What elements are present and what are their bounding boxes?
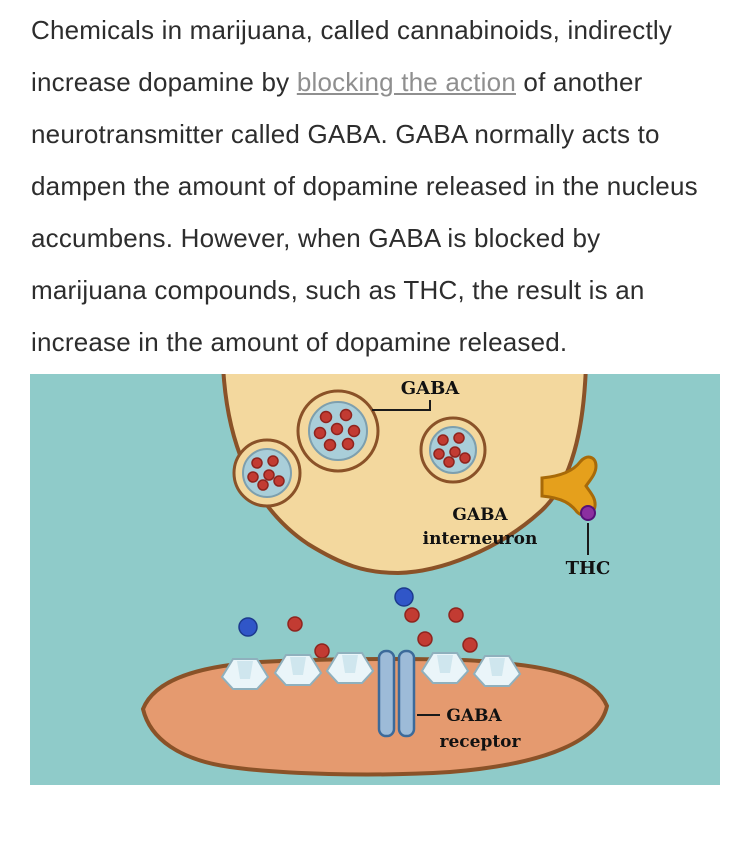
gaba-molecule bbox=[267, 455, 279, 467]
gaba-molecule bbox=[330, 422, 344, 436]
gaba-molecule bbox=[417, 631, 433, 647]
receptor-crystal bbox=[325, 652, 375, 684]
paragraph-text-before: Chemicals in marijuana, called cannabino… bbox=[31, 15, 673, 97]
gaba-molecule bbox=[319, 410, 333, 424]
synapse-diagram-svg: GABA THC GABA interneuron bbox=[30, 374, 720, 785]
dopamine-molecule bbox=[394, 587, 414, 607]
gaba-molecule bbox=[459, 452, 471, 464]
receptor-crystal bbox=[420, 652, 470, 684]
channel-subunit-left bbox=[377, 649, 396, 738]
gaba-receptor-label-line1: GABA bbox=[446, 706, 502, 726]
gaba-molecule bbox=[341, 437, 355, 451]
gaba-molecule bbox=[313, 426, 327, 440]
interneuron-label-line2: interneuron bbox=[423, 529, 538, 549]
gaba-molecule bbox=[287, 616, 303, 632]
gaba-vesicle-2 bbox=[232, 438, 302, 508]
gaba-molecule bbox=[448, 607, 464, 623]
gaba-molecule bbox=[323, 438, 337, 452]
receptor-crystal bbox=[273, 654, 323, 686]
dopamine-molecule bbox=[238, 617, 258, 637]
article: Chemicals in marijuana, called cannabino… bbox=[31, 0, 718, 368]
channel-subunit-right bbox=[397, 649, 416, 738]
interneuron-label-line1: GABA bbox=[452, 505, 508, 525]
gaba-molecule bbox=[443, 456, 455, 468]
gaba-molecule bbox=[263, 469, 275, 481]
article-paragraph: Chemicals in marijuana, called cannabino… bbox=[31, 4, 718, 368]
thc-label-text: THC bbox=[566, 558, 611, 579]
gaba-molecule bbox=[339, 408, 353, 422]
receptor-crystal bbox=[220, 658, 270, 690]
gaba-vesicle-3 bbox=[419, 416, 487, 484]
thc-molecule bbox=[580, 505, 596, 521]
thc-receptor: THC bbox=[540, 455, 611, 579]
thc-receptor-shape bbox=[540, 455, 598, 517]
blocking-action-link[interactable]: blocking the action bbox=[296, 67, 516, 97]
gaba-vesicle-pointer-line bbox=[372, 400, 431, 411]
gaba-molecule bbox=[257, 479, 269, 491]
gaba-molecule bbox=[251, 457, 263, 469]
receptor-crystal bbox=[472, 655, 522, 687]
gaba-receptor-channel bbox=[377, 649, 416, 738]
gaba-vesicle-label-text: GABA bbox=[401, 378, 461, 399]
gaba-molecule bbox=[437, 434, 449, 446]
gaba-molecule bbox=[404, 607, 420, 623]
gaba-molecule bbox=[462, 637, 478, 653]
interneuron-label: GABA interneuron bbox=[423, 505, 538, 549]
gaba-molecule bbox=[314, 643, 330, 659]
gaba-vesicle-1 bbox=[296, 389, 380, 473]
gaba-vesicle-label: GABA bbox=[372, 378, 461, 411]
gaba-molecule bbox=[433, 448, 445, 460]
gaba-molecule bbox=[453, 432, 465, 444]
postsynaptic-neuron bbox=[140, 657, 610, 777]
gaba-molecule bbox=[247, 471, 259, 483]
gaba-molecule bbox=[273, 475, 285, 487]
membrane-receptors bbox=[220, 652, 522, 690]
synapse-diagram: GABA THC GABA interneuron bbox=[30, 374, 720, 785]
gaba-receptor-label: GABA receptor bbox=[417, 706, 522, 752]
gaba-molecule bbox=[449, 446, 461, 458]
paragraph-text-after: of another neurotransmitter called GABA.… bbox=[31, 67, 698, 357]
gaba-receptor-label-line2: receptor bbox=[440, 732, 522, 752]
gaba-molecule bbox=[347, 424, 361, 438]
